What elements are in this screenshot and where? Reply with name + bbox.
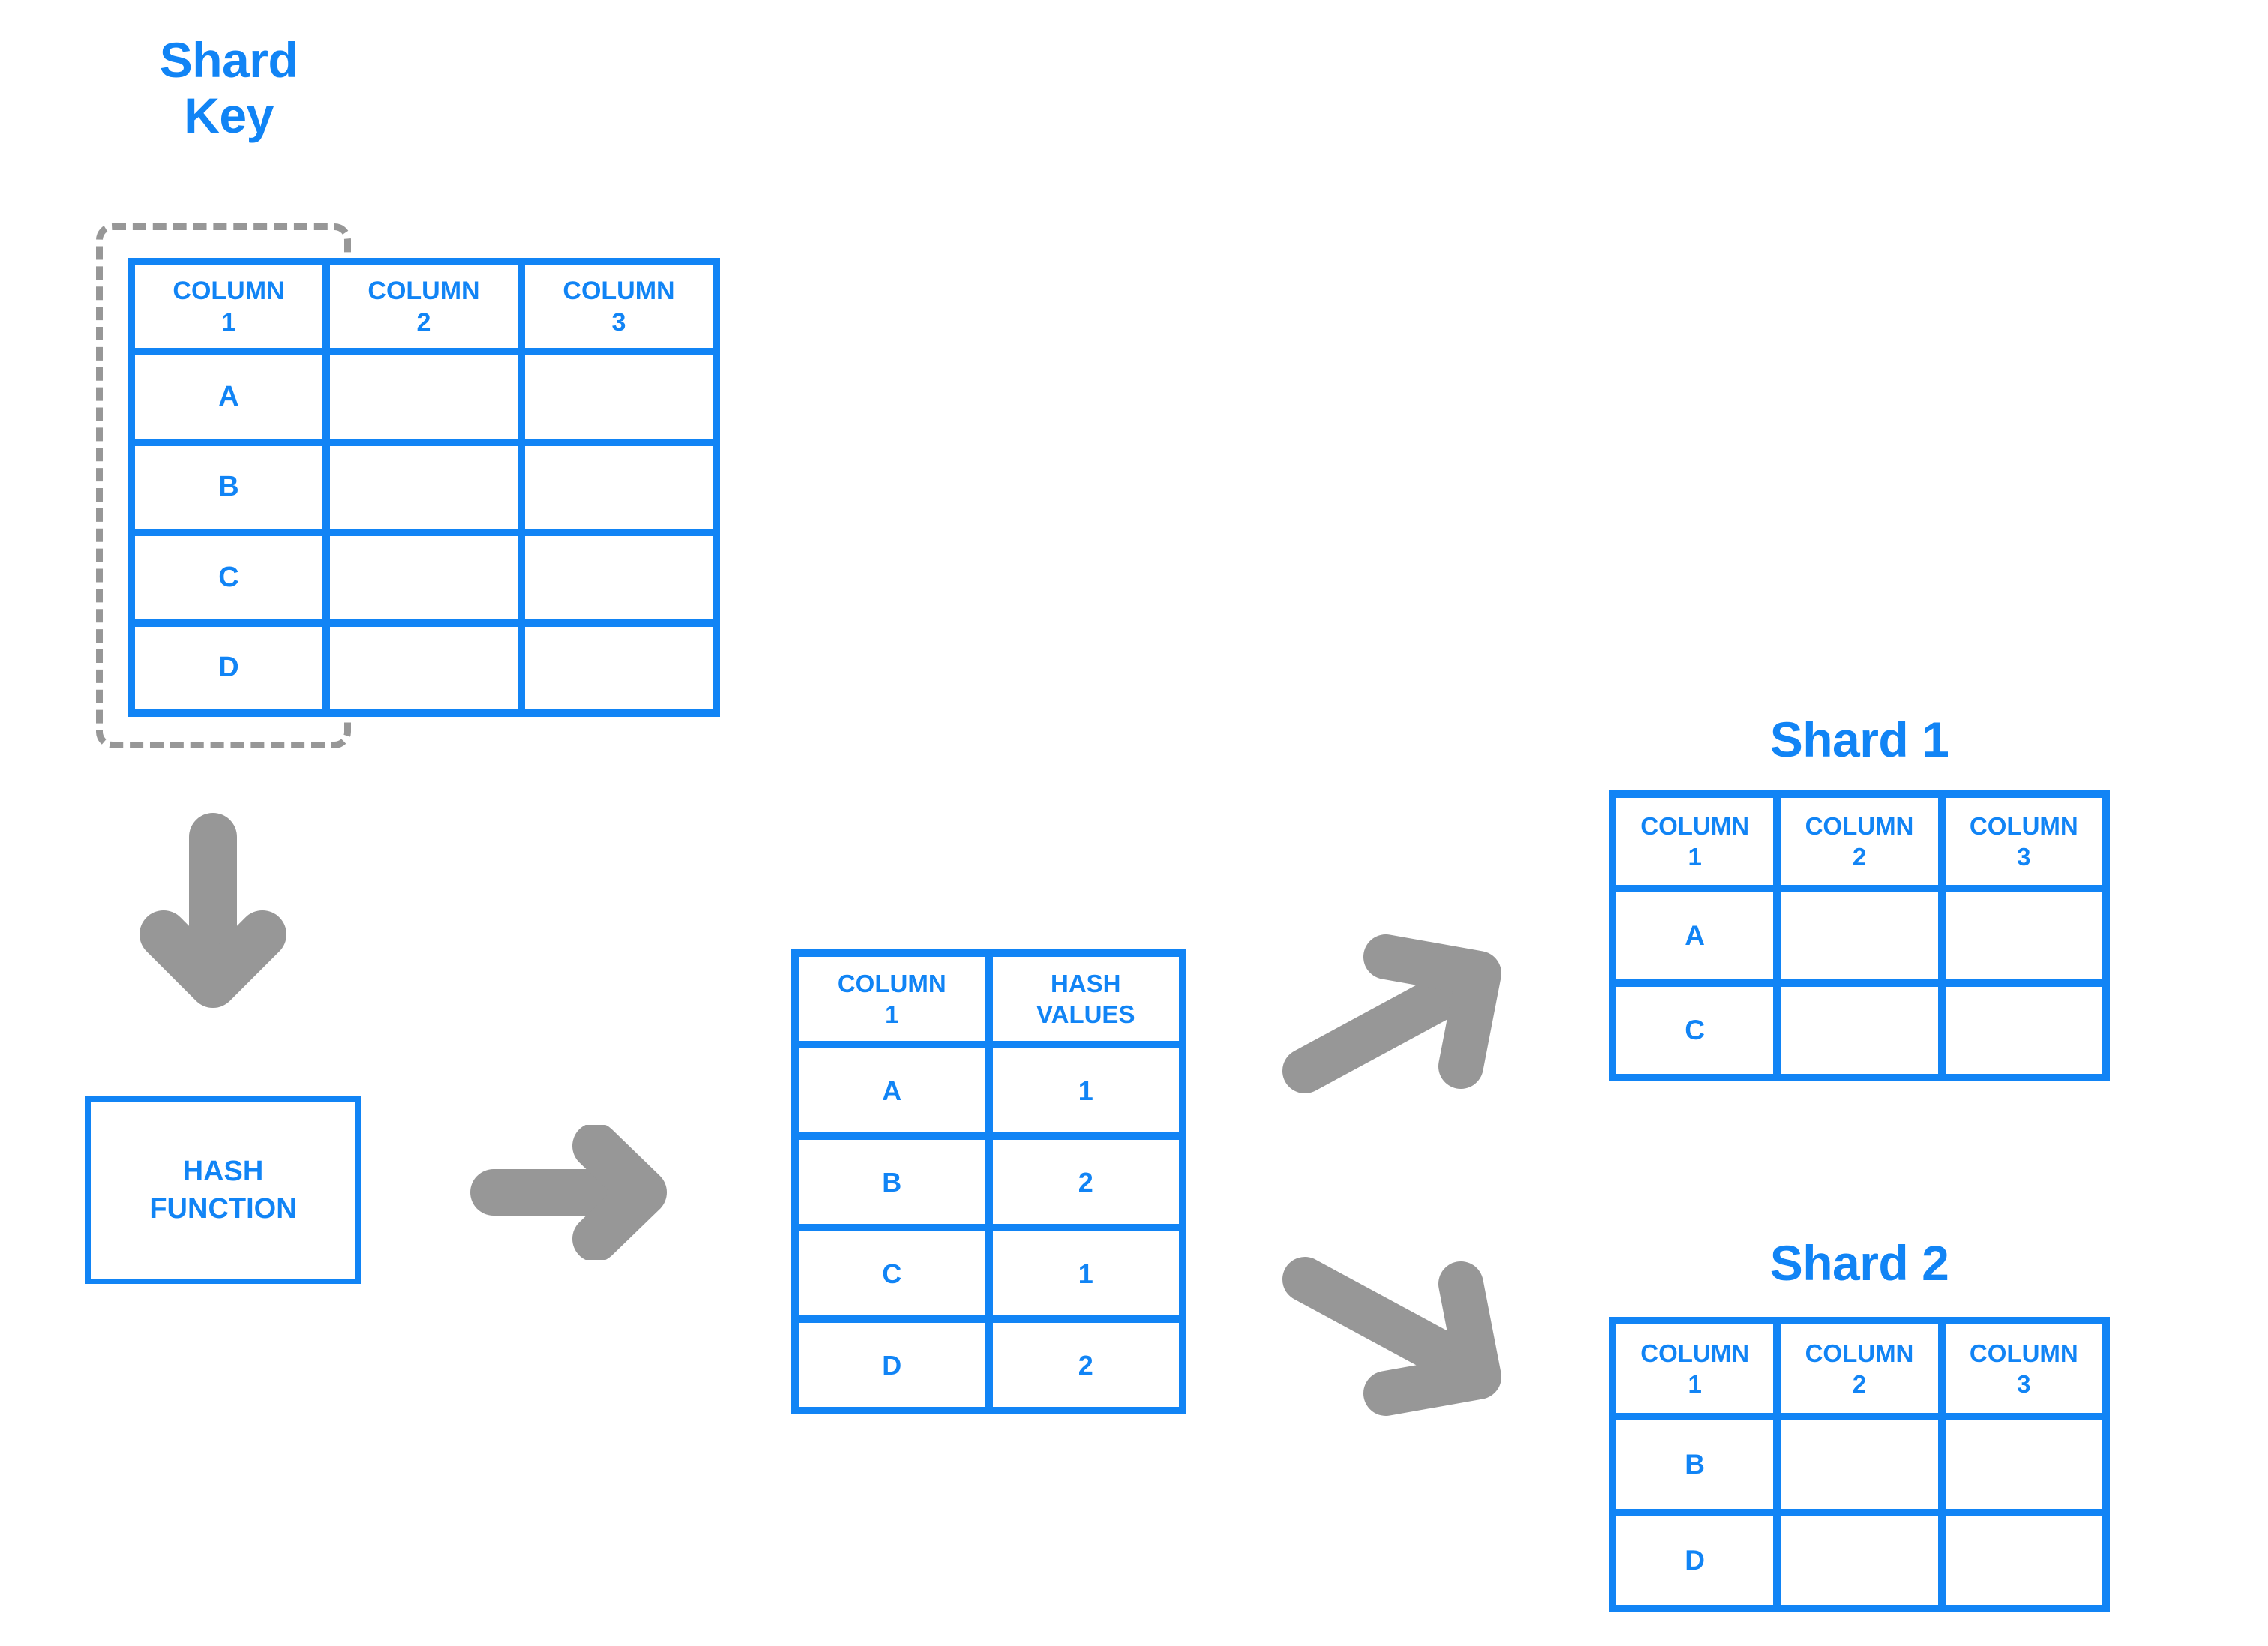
hash-function-line1: HASH xyxy=(182,1155,264,1187)
shard1-cell: C xyxy=(1684,1014,1706,1045)
table-row: B 2 xyxy=(799,1132,1179,1224)
source-table: COLUMN 1 COLUMN 2 COLUMN 3 A B C xyxy=(128,258,720,717)
header-word: COLUMN xyxy=(1640,1339,1750,1367)
header-index: 3 xyxy=(2017,843,2031,871)
header-index: 3 xyxy=(611,308,626,337)
table-row: D xyxy=(135,619,712,710)
shard-2-title: Shard 2 xyxy=(1769,1235,1949,1291)
source-cell xyxy=(518,445,712,529)
hash-col1-header: COLUMN 1 xyxy=(799,957,986,1041)
header-word: COLUMN xyxy=(1969,811,2078,840)
header-index: 2 xyxy=(1852,843,1867,871)
table-row: C xyxy=(135,529,712,619)
source-col3-header: COLUMN 3 xyxy=(518,265,712,349)
table-row: B xyxy=(1616,1413,2102,1509)
table-header-row: COLUMN 1 HASH VALUES xyxy=(799,957,1179,1041)
table-header-row: COLUMN 1 COLUMN 2 COLUMN 3 xyxy=(1616,798,2102,885)
arrow-down-icon xyxy=(138,801,288,1026)
shard-key-title-line1: Shard xyxy=(159,32,298,88)
header-word: VALUES xyxy=(1036,1000,1136,1028)
header-index: 2 xyxy=(416,308,431,337)
shard1-cell: A xyxy=(1684,919,1706,951)
arrow-up-right-icon xyxy=(1275,924,1515,1104)
header-word: COLUMN xyxy=(1804,811,1914,840)
table-row: C xyxy=(1616,979,2102,1074)
shard-1-title: Shard 1 xyxy=(1769,712,1949,767)
header-index: 2 xyxy=(1852,1370,1867,1398)
source-cell xyxy=(322,445,518,529)
source-cell xyxy=(322,355,518,439)
hash-value-cell: 2 xyxy=(985,1140,1180,1224)
shard2-col2-header: COLUMN 2 xyxy=(1773,1324,1937,1413)
header-word: COLUMN xyxy=(1969,1339,2078,1367)
shard1-col2-header: COLUMN 2 xyxy=(1773,798,1937,885)
source-cell xyxy=(518,536,712,619)
header-word: COLUMN xyxy=(1804,1339,1914,1367)
shard2-col3-header: COLUMN 3 xyxy=(1937,1324,2102,1413)
shard2-col1-header: COLUMN 1 xyxy=(1616,1324,1773,1413)
shard2-cell xyxy=(1937,1516,2102,1605)
header-index: 1 xyxy=(885,1000,899,1028)
header-word: COLUMN xyxy=(837,969,946,997)
hash-key-cell: A xyxy=(882,1075,902,1106)
shard1-col1-header: COLUMN 1 xyxy=(1616,798,1773,885)
header-word: HASH xyxy=(1050,969,1121,997)
table-row: A xyxy=(1616,885,2102,979)
table-header-row: COLUMN 1 COLUMN 2 COLUMN 3 xyxy=(135,265,712,349)
shard1-cell xyxy=(1937,892,2102,979)
table-header-row: COLUMN 1 COLUMN 2 COLUMN 3 xyxy=(1616,1324,2102,1413)
source-col2-header: COLUMN 2 xyxy=(322,265,518,349)
header-index: 3 xyxy=(2017,1370,2031,1398)
hash-function-line2: FUNCTION xyxy=(149,1193,297,1225)
header-word: COLUMN xyxy=(368,276,480,305)
header-index: 1 xyxy=(1688,1370,1702,1398)
header-word: COLUMN xyxy=(1640,811,1750,840)
shard2-cell xyxy=(1937,1420,2102,1509)
shard-1-table: COLUMN 1 COLUMN 2 COLUMN 3 A C xyxy=(1609,790,2110,1081)
hash-value-cell: 2 xyxy=(985,1323,1180,1407)
shard2-cell xyxy=(1773,1420,1937,1509)
shard1-col3-header: COLUMN 3 xyxy=(1937,798,2102,885)
shard2-cell: D xyxy=(1684,1544,1706,1576)
header-index: 1 xyxy=(221,308,236,337)
header-word: COLUMN xyxy=(172,276,285,305)
shard1-cell xyxy=(1773,987,1937,1074)
hash-key-cell: D xyxy=(882,1349,902,1381)
hash-function-box: HASH FUNCTION xyxy=(86,1096,361,1284)
shard-key-title-line2: Key xyxy=(184,87,274,143)
source-cell: D xyxy=(218,652,239,684)
source-cell: B xyxy=(218,471,239,503)
table-row: D 2 xyxy=(799,1315,1179,1407)
shard1-cell xyxy=(1773,892,1937,979)
table-row: B xyxy=(135,438,712,529)
hash-value-cell: 1 xyxy=(985,1231,1180,1315)
shard2-cell: B xyxy=(1684,1448,1706,1480)
hash-value-cell: 1 xyxy=(985,1048,1180,1132)
table-row: C 1 xyxy=(799,1224,1179,1315)
shard-2-table: COLUMN 1 COLUMN 2 COLUMN 3 B D xyxy=(1609,1317,2110,1612)
source-cell xyxy=(518,355,712,439)
source-cell xyxy=(322,626,518,710)
table-row: A 1 xyxy=(799,1041,1179,1132)
table-row: D xyxy=(1616,1509,2102,1605)
header-index: 1 xyxy=(1688,843,1702,871)
source-cell xyxy=(322,536,518,619)
source-cell: A xyxy=(218,380,239,412)
arrow-down-right-icon xyxy=(1275,1246,1515,1426)
shard2-cell xyxy=(1773,1516,1937,1605)
hash-key-cell: C xyxy=(882,1258,902,1289)
arrow-right-icon xyxy=(464,1125,688,1260)
shard-key-title: Shard Key xyxy=(128,32,330,144)
hash-key-cell: B xyxy=(882,1166,902,1198)
hash-values-table: COLUMN 1 HASH VALUES A 1 B 2 C 1 D 2 xyxy=(791,949,1186,1414)
table-row: A xyxy=(135,348,712,439)
source-cell: C xyxy=(218,561,239,593)
hash-values-header: HASH VALUES xyxy=(985,957,1180,1041)
shard1-cell xyxy=(1937,987,2102,1074)
header-word: COLUMN xyxy=(562,276,675,305)
source-col1-header: COLUMN 1 xyxy=(135,265,322,348)
source-cell xyxy=(518,626,712,710)
